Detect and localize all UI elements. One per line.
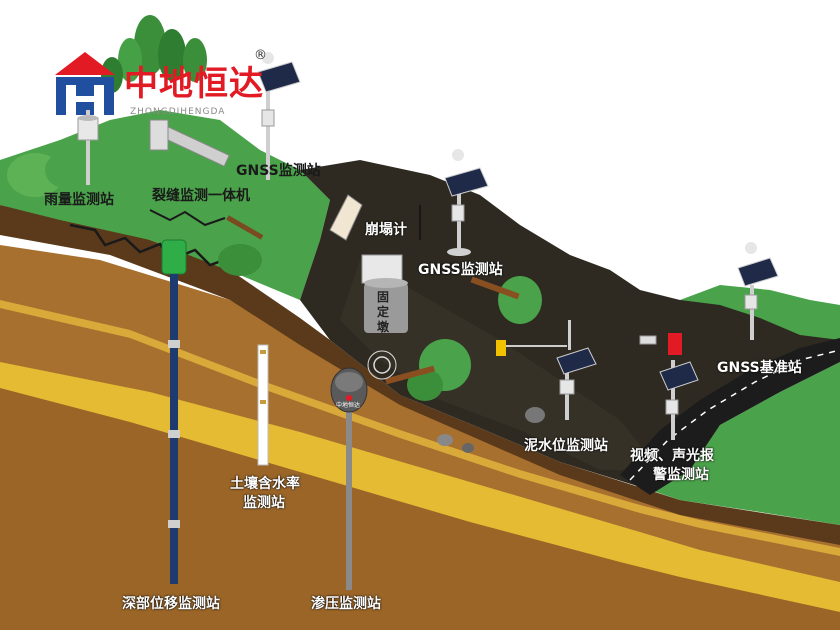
gnss-base-station bbox=[737, 242, 779, 340]
deep-displacement-station bbox=[161, 239, 187, 584]
grass-right bbox=[680, 285, 840, 340]
fallen-tree-lower bbox=[385, 339, 471, 401]
fixed-pier bbox=[361, 254, 408, 333]
fallen-tree-left bbox=[218, 215, 283, 276]
video-alarm-station bbox=[639, 333, 699, 440]
brand-logo-mark bbox=[55, 52, 115, 115]
sand-layer-lower bbox=[0, 360, 840, 612]
sand-layer-upper bbox=[0, 300, 840, 556]
brand-subtitle: ZHONGDIHENGDA bbox=[130, 107, 226, 117]
collapse-meter bbox=[329, 194, 421, 241]
slope-shading bbox=[340, 260, 660, 470]
gnss-station-top bbox=[257, 52, 301, 180]
label-gnss-top: GNSS监测站 bbox=[236, 163, 321, 179]
label-seepage: 渗压监测站 bbox=[311, 596, 381, 612]
label-video-alarm-line2: 警监测站 bbox=[653, 467, 709, 483]
label-mud-level: 泥水位监测站 bbox=[524, 438, 608, 454]
rain-gauge-station bbox=[77, 110, 99, 185]
label-soil-moisture-line2: 监测站 bbox=[243, 495, 285, 511]
label-soil-moisture-line1: 土壤含水率 bbox=[230, 476, 300, 492]
rocks bbox=[437, 407, 545, 453]
road-marking bbox=[629, 349, 840, 481]
registered-mark: ® bbox=[254, 48, 267, 63]
label-video-alarm-line1: 视频、声光报 bbox=[630, 448, 714, 464]
label-gnss-mid: GNSS监测站 bbox=[418, 262, 503, 278]
soil-moisture-sensor bbox=[257, 344, 269, 466]
ground-crack bbox=[69, 223, 251, 272]
grass-right-front bbox=[650, 362, 840, 525]
label-gnss-base: GNSS基准站 bbox=[717, 360, 802, 376]
trees-left-bush bbox=[7, 152, 85, 197]
soil-layer-bottom bbox=[0, 385, 840, 630]
mud-level-station bbox=[496, 320, 597, 420]
road bbox=[620, 338, 840, 495]
label-crack-monitor: 裂缝监测一体机 bbox=[152, 188, 250, 204]
brand-name: 中地恒达 bbox=[124, 64, 264, 104]
label-deep-displacement: 深部位移监测站 bbox=[122, 596, 220, 612]
ground-crack-2 bbox=[149, 209, 226, 227]
seepage-head-text: 中地恒达 bbox=[336, 402, 361, 409]
label-rain-station: 雨量监测站 bbox=[44, 192, 114, 208]
label-collapse-meter: 崩塌计 bbox=[365, 222, 407, 238]
fallen-tree-mid bbox=[470, 276, 542, 324]
label-fixed-pier: 固定墩 bbox=[376, 290, 389, 334]
gnss-station-mid bbox=[444, 149, 489, 256]
topsoil-strip bbox=[0, 205, 840, 545]
crack-monitor-device bbox=[149, 119, 230, 167]
seepage-station bbox=[330, 350, 397, 590]
